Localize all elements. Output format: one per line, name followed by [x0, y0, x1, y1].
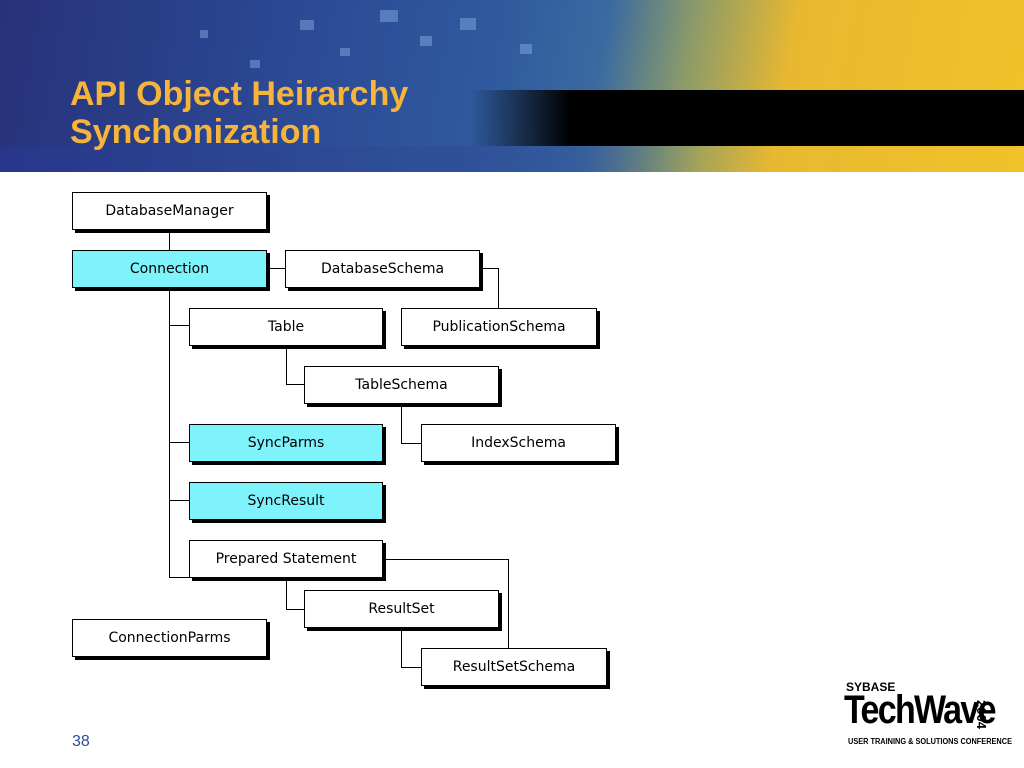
connector-line	[286, 577, 287, 610]
node-connection: Connection	[72, 250, 267, 288]
slide-title: API Object Heirarchy Synchonization	[70, 75, 408, 151]
banner-decor-dot	[340, 48, 350, 56]
node-prepared-statement: Prepared Statement	[189, 540, 383, 578]
node-sync-result: SyncResult	[189, 482, 383, 520]
connector-line	[266, 268, 286, 269]
logo-product: TechWave	[844, 688, 996, 732]
logo-year: 2004	[974, 700, 989, 729]
connector-line	[401, 443, 422, 444]
logo-brand: SYBASE	[846, 680, 896, 694]
connector-line	[286, 384, 305, 385]
node-table: Table	[189, 308, 383, 346]
banner-decor-dot	[460, 18, 476, 30]
node-sync-parms: SyncParms	[189, 424, 383, 462]
banner-decor-dot	[380, 10, 398, 22]
connector-line	[169, 325, 190, 326]
node-publication-schema: PublicationSchema	[401, 308, 597, 346]
connector-line	[169, 577, 190, 578]
node-connection-parms: ConnectionParms	[72, 619, 267, 657]
banner-decor-dot	[520, 44, 532, 54]
node-database-schema: DatabaseSchema	[285, 250, 480, 288]
slide-title-line-1: API Object Heirarchy	[70, 75, 409, 113]
connector-line	[401, 667, 422, 668]
node-index-schema: IndexSchema	[421, 424, 616, 462]
connector-line	[286, 609, 305, 610]
connector-line	[286, 345, 287, 385]
page-number: 38	[72, 733, 90, 750]
banner-blue-stripe	[0, 146, 700, 172]
node-table-schema: TableSchema	[304, 366, 499, 404]
banner-decor-dot	[300, 20, 314, 30]
banner-decor-dot	[200, 30, 208, 38]
node-result-set: ResultSet	[304, 590, 499, 628]
connector-line	[479, 268, 499, 269]
banner-decor-dot	[250, 60, 260, 68]
connector-line	[169, 229, 170, 252]
connector-line	[401, 404, 402, 444]
connector-line	[169, 290, 170, 578]
banner-decor-dot	[420, 36, 432, 46]
connector-line	[401, 627, 402, 667]
connector-line	[508, 559, 509, 649]
node-result-set-schema: ResultSetSchema	[421, 648, 607, 686]
logo-tagline: USER TRAINING & SOLUTIONS CONFERENCE	[848, 737, 1012, 746]
connector-line	[169, 442, 190, 443]
header-banner	[0, 0, 1024, 172]
node-database-manager: DatabaseManager	[72, 192, 267, 230]
techwave-logo: SYBASE TechWave 2004 USER TRAINING & SOL…	[844, 680, 1012, 750]
connector-line	[169, 500, 190, 501]
slide-title-line-2: Synchonization	[70, 113, 322, 151]
connector-line	[498, 268, 499, 308]
connector-line	[381, 559, 509, 560]
banner-black-stripe	[470, 90, 1024, 146]
